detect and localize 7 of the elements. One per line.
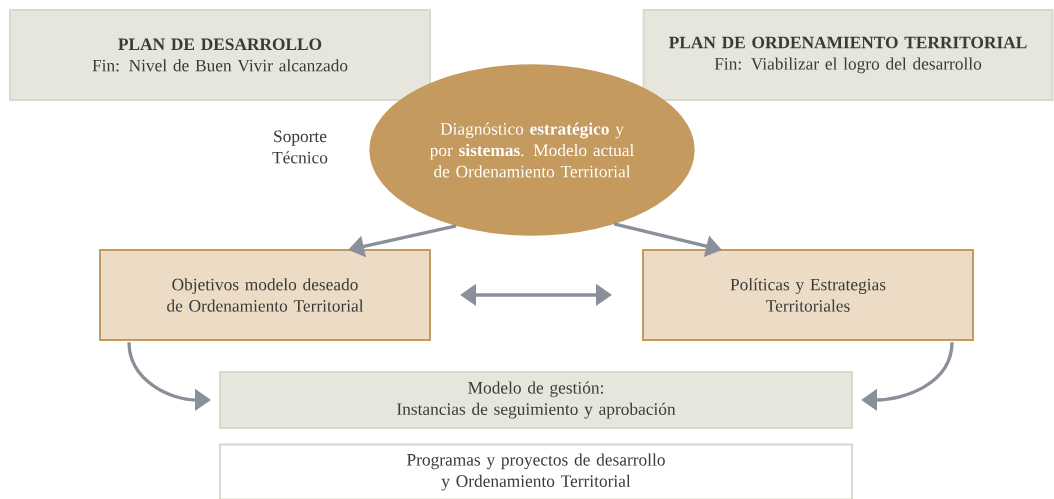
plan-box: Modelo de gestión: Instancias de seguimiento y aprobación: [219, 371, 853, 429]
plan-box: PLAN DE ORDENAMIENTO TERRITORIAL Fin: Viabilizar el logro del desarrollo: [642, 9, 1054, 101]
plan-box: PLAN DE DESARROLLO Fin: Nivel de Buen Vivir alcanzado: [9, 9, 431, 101]
process-box: Objetivos modelo deseado de Ordenamiento Territorial: [99, 249, 431, 341]
plan-box: Programas y proyectos de desarrollo y Ordenamiento Territorial: [219, 443, 853, 499]
side-label: Soporte Técnico: [272, 130, 328, 164]
process-box: Políticas y Estrategias Territoriales: [642, 249, 974, 341]
